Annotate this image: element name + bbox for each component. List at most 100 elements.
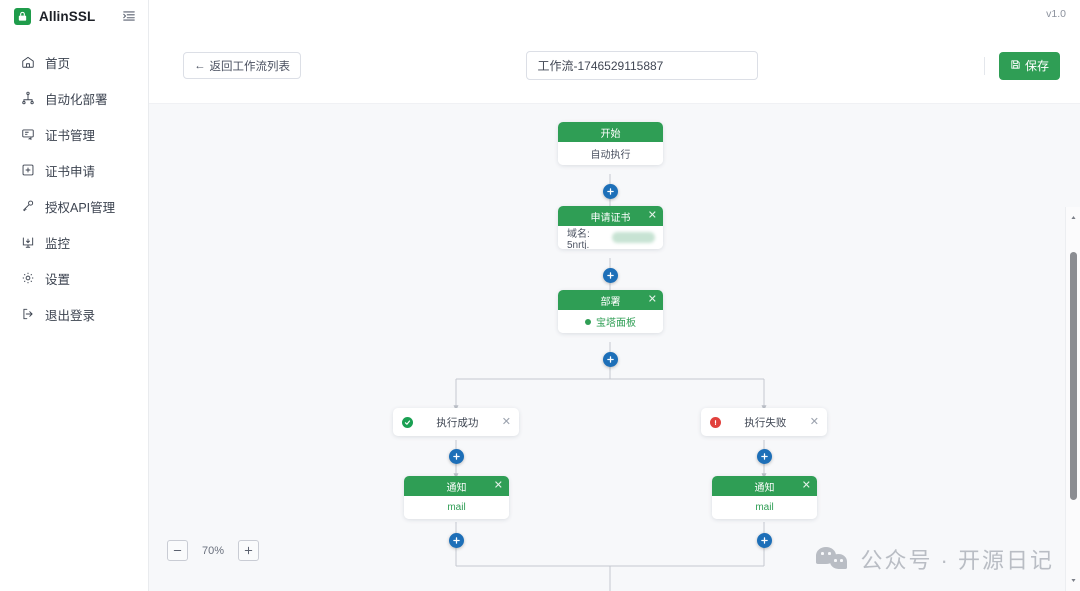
node-title: 申请证书 xyxy=(590,212,631,224)
add-node-button-after-notify-success[interactable] xyxy=(449,533,464,548)
back-to-list-button[interactable]: ← 返回工作流列表 xyxy=(183,52,301,79)
node-header: 通知 ✕ xyxy=(404,476,509,496)
node-header: 部署 ✕ xyxy=(558,290,663,310)
top-bar: v1.0 xyxy=(149,0,1080,28)
node-header: 开始 xyxy=(558,122,663,142)
add-node-button-after-apply-cert[interactable] xyxy=(603,268,618,283)
node-header: 通知 ✕ xyxy=(712,476,817,496)
toolbar-right-group: 保存 xyxy=(983,51,1060,80)
add-node-button-failure-branch[interactable] xyxy=(757,449,772,464)
monitor-icon xyxy=(20,235,35,250)
sidebar-item-label: 证书申请 xyxy=(45,164,96,179)
branch-node-success[interactable]: 执行成功 ✕ xyxy=(393,408,519,436)
node-subtitle: mail xyxy=(447,502,466,513)
zoom-out-button[interactable] xyxy=(167,540,188,561)
collapse-menu-icon[interactable] xyxy=(122,9,136,23)
sidebar-item-label: 监控 xyxy=(45,236,71,251)
zoom-in-button[interactable] xyxy=(238,540,260,561)
certificate-icon xyxy=(20,127,35,142)
scroll-down-arrow-icon[interactable] xyxy=(1066,573,1080,588)
canvas-vertical-scrollbar[interactable] xyxy=(1065,207,1080,591)
node-subtitle: mail xyxy=(755,502,774,513)
workflow-name-input[interactable] xyxy=(526,51,759,80)
add-node-button-after-notify-failure[interactable] xyxy=(757,533,772,548)
add-node-button-after-deploy[interactable] xyxy=(603,352,618,367)
sidebar-nav: 首页 自动化部署 证书管理 xyxy=(0,32,148,332)
zoom-controls: 70% xyxy=(167,540,260,561)
add-node-button-after-start[interactable] xyxy=(603,184,618,199)
sidebar-item-settings[interactable]: 设置 xyxy=(0,260,148,296)
node-header: 申请证书 ✕ xyxy=(558,206,663,226)
workflow-node-notify-failure[interactable]: 通知 ✕ mail xyxy=(712,476,817,519)
sidebar-header: AllinSSL xyxy=(0,0,148,32)
sitemap-icon xyxy=(20,91,35,106)
node-body: mail xyxy=(712,496,817,519)
redacted-domain xyxy=(612,232,655,243)
node-title: 部署 xyxy=(600,296,621,308)
node-body: 自动执行 xyxy=(558,142,663,165)
toolbar-divider xyxy=(983,56,985,75)
close-x-icon[interactable]: ✕ xyxy=(801,479,811,492)
close-x-icon[interactable]: ✕ xyxy=(493,479,503,492)
sidebar-item-cert-apply[interactable]: 证书申请 xyxy=(0,152,148,188)
workflow-canvas[interactable]: 开始 自动执行 申请证书 ✕ 域名: 5nrtj. xyxy=(149,103,1080,591)
green-dot-icon xyxy=(585,318,591,325)
zoom-level-label: 70% xyxy=(202,544,225,557)
sidebar: AllinSSL 首页 xyxy=(0,0,149,591)
save-button[interactable]: 保存 xyxy=(998,51,1060,80)
gear-icon xyxy=(20,271,35,286)
close-x-icon[interactable]: ✕ xyxy=(501,415,511,428)
sidebar-item-monitor[interactable]: 监控 xyxy=(0,224,148,260)
node-title: 开始 xyxy=(600,128,621,140)
node-body: 宝塔面板 xyxy=(558,310,663,333)
sidebar-item-cert-manage[interactable]: 证书管理 xyxy=(0,116,148,152)
workflow-node-apply-cert[interactable]: 申请证书 ✕ 域名: 5nrtj. xyxy=(558,206,663,249)
scrollbar-thumb[interactable] xyxy=(1070,252,1077,500)
workflow-node-start[interactable]: 开始 自动执行 xyxy=(558,122,663,165)
close-x-icon[interactable]: ✕ xyxy=(809,415,819,428)
branch-label: 执行成功 xyxy=(436,416,479,429)
error-circle-icon xyxy=(710,416,721,428)
node-subtitle: 自动执行 xyxy=(590,150,631,161)
workflow-node-deploy[interactable]: 部署 ✕ 宝塔面板 xyxy=(558,290,663,333)
arrow-left-icon: ← xyxy=(194,59,206,72)
sidebar-item-label: 证书管理 xyxy=(45,128,96,143)
node-body: 域名: 5nrtj. xyxy=(558,226,663,249)
branch-node-failure[interactable]: 执行失败 ✕ xyxy=(701,408,827,436)
flow-name-wrapper xyxy=(301,51,984,80)
plus-square-icon xyxy=(20,163,35,178)
sidebar-item-home[interactable]: 首页 xyxy=(0,44,148,80)
sidebar-item-label: 自动化部署 xyxy=(45,92,108,107)
close-x-icon[interactable]: ✕ xyxy=(647,293,657,306)
node-body: mail xyxy=(404,496,509,519)
sidebar-item-api-auth[interactable]: 授权API管理 xyxy=(0,188,148,224)
sidebar-item-label: 退出登录 xyxy=(45,308,96,323)
save-button-label: 保存 xyxy=(1024,59,1049,73)
key-icon xyxy=(20,199,35,214)
version-label: v1.0 xyxy=(1046,8,1066,20)
sidebar-item-logout[interactable]: 退出登录 xyxy=(0,296,148,332)
workflow-toolbar: ← 返回工作流列表 保存 xyxy=(149,28,1080,103)
node-subtitle: 宝塔面板 xyxy=(596,318,636,329)
node-title: 通知 xyxy=(754,482,775,494)
sidebar-item-automation[interactable]: 自动化部署 xyxy=(0,80,148,116)
add-node-button-success-branch[interactable] xyxy=(449,449,464,464)
scroll-up-arrow-icon[interactable] xyxy=(1066,210,1080,225)
workflow-graph: 开始 自动执行 申请证书 ✕ 域名: 5nrtj. xyxy=(149,104,1080,591)
sidebar-item-label: 授权API管理 xyxy=(45,200,116,215)
brand-name: AllinSSL xyxy=(39,8,96,24)
save-disk-icon xyxy=(1010,59,1021,73)
branch-label: 执行失败 xyxy=(744,416,787,429)
node-subtitle: 域名: 5nrtj. xyxy=(567,228,590,250)
lock-icon xyxy=(14,7,31,25)
logout-icon xyxy=(20,307,35,322)
edge-connectors xyxy=(453,174,767,591)
close-x-icon[interactable]: ✕ xyxy=(647,209,657,222)
home-icon xyxy=(20,55,35,70)
sidebar-item-label: 首页 xyxy=(45,56,71,71)
check-circle-icon xyxy=(402,416,413,428)
workflow-node-notify-success[interactable]: 通知 ✕ mail xyxy=(404,476,509,519)
sidebar-item-label: 设置 xyxy=(45,272,71,287)
main-area: v1.0 ← 返回工作流列表 保存 xyxy=(149,0,1080,591)
